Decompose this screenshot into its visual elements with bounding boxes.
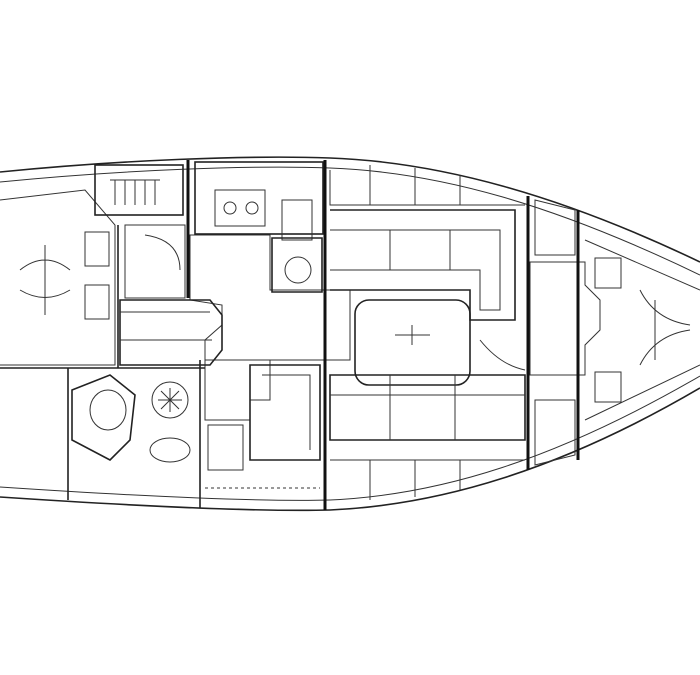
saloon <box>329 209 526 441</box>
hull-outline <box>0 156 700 512</box>
stove-icon <box>214 189 266 227</box>
nav-station <box>205 364 321 489</box>
pillow-icon <box>84 284 110 320</box>
bulkheads <box>0 160 580 510</box>
sink-icon <box>281 199 313 241</box>
forward-cabin-berth <box>584 239 700 421</box>
head-compartment <box>71 374 191 463</box>
round-sink-icon <box>284 256 312 284</box>
saloon-table <box>354 299 471 386</box>
toilet-icon <box>89 389 127 431</box>
shower-drain-icon <box>151 381 189 419</box>
sink-icon <box>149 437 191 463</box>
pillow-icon <box>594 257 622 289</box>
wardrobe <box>94 164 184 271</box>
storage-lockers <box>329 165 576 500</box>
pillow-icon <box>594 371 622 403</box>
galley <box>194 161 324 293</box>
companionway-steps <box>119 299 223 366</box>
aft-cabin-berth <box>0 189 116 366</box>
pillow-icon <box>84 231 110 267</box>
